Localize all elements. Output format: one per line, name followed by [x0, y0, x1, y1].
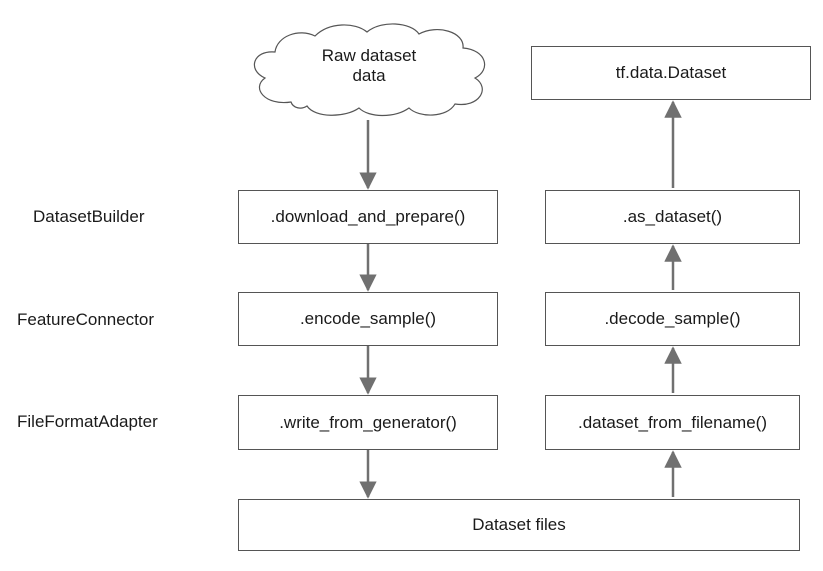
row-label-file-format-adapter: FileFormatAdapter: [17, 412, 158, 431]
encode-sample-box: .encode_sample(): [238, 292, 498, 346]
cloud-label-line1: Raw dataset: [321, 46, 417, 65]
cloud-icon: [253, 23, 486, 117]
dataset-from-filename-box: .dataset_from_filename(): [545, 395, 800, 450]
dataset-files-box: Dataset files: [238, 499, 800, 551]
row-label-dataset-builder: DatasetBuilder: [33, 207, 145, 226]
download-and-prepare-box: .download_and_prepare(): [238, 190, 498, 244]
write-from-generator-label: .write_from_generator(): [279, 412, 457, 432]
tf-dataset-box: tf.data.Dataset: [531, 46, 811, 100]
dataset-files-label: Dataset files: [472, 515, 566, 534]
decode-sample-box: .decode_sample(): [545, 292, 800, 346]
tf-dataset-label: tf.data.Dataset: [615, 63, 727, 82]
decode-sample-label: .decode_sample(): [604, 309, 741, 328]
cloud-label-line2: data: [352, 66, 386, 85]
write-from-generator-box: .write_from_generator(): [238, 395, 498, 450]
as-dataset-label: .as_dataset(): [622, 207, 723, 226]
raw-data-cloud: Raw dataset data: [243, 18, 495, 118]
as-dataset-box: .as_dataset(): [545, 190, 800, 244]
dataset-from-filename-label: .dataset_from_filename(): [578, 412, 767, 432]
encode-sample-label: .encode_sample(): [299, 309, 437, 328]
download-and-prepare-label: .download_and_prepare(): [270, 207, 466, 226]
row-label-feature-connector: FeatureConnector: [17, 310, 155, 329]
